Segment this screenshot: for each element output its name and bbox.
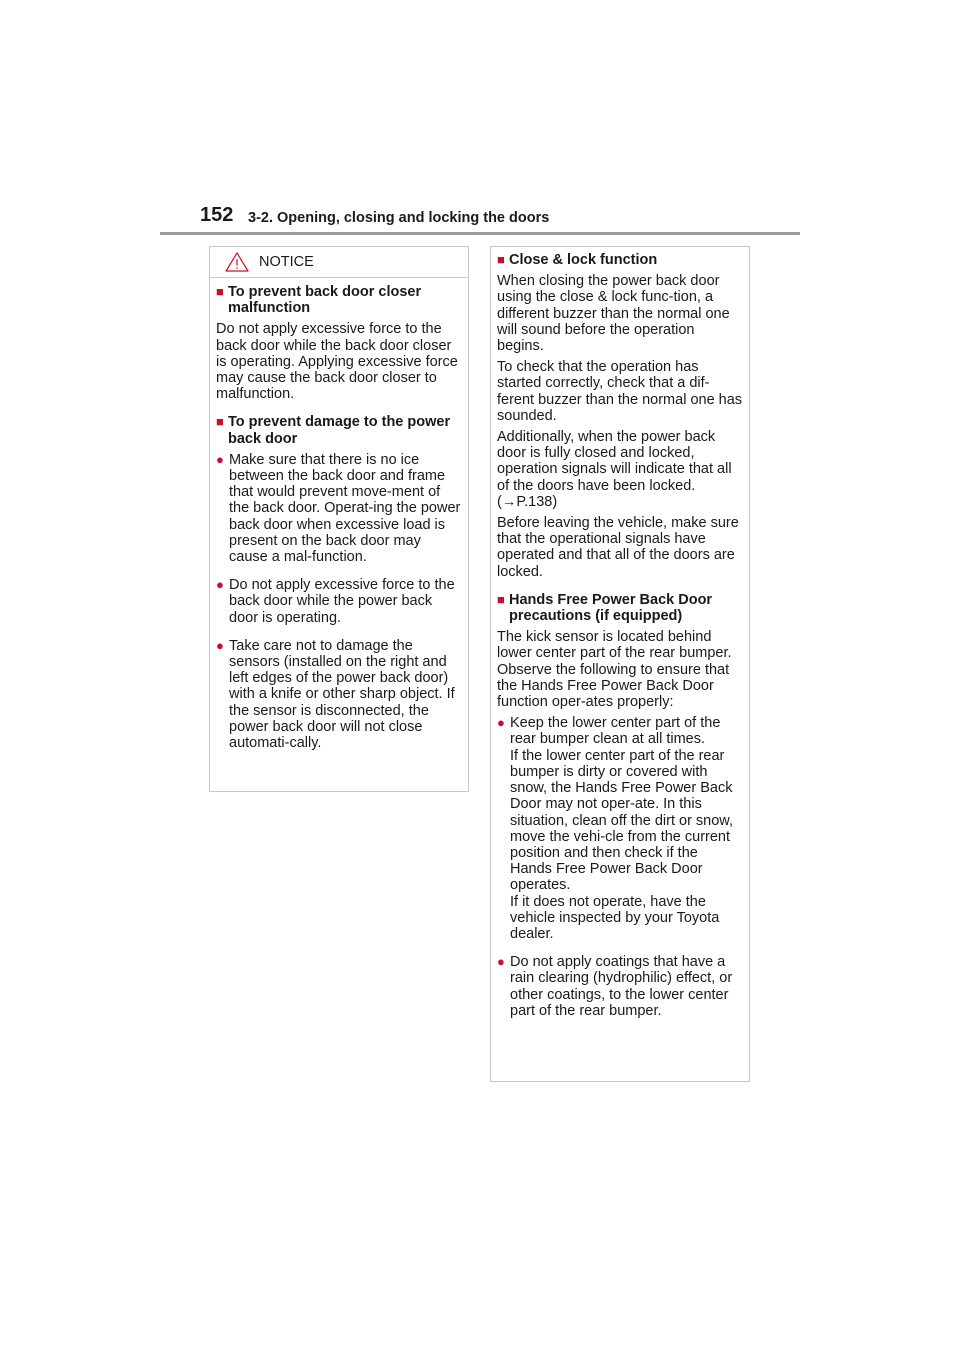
square-marker-icon: ■ bbox=[216, 284, 224, 299]
bullet-item: ● Do not apply excessive force to the ba… bbox=[216, 577, 455, 626]
notice-box: NOTICE ■ To prevent back door closer mal… bbox=[209, 246, 469, 792]
info-paragraph: To check that the operation has started … bbox=[497, 359, 743, 424]
bullet-icon: ● bbox=[216, 451, 224, 467]
notice-label: NOTICE bbox=[259, 254, 314, 270]
bullet-item: ● Keep the lower center part of the rear… bbox=[497, 715, 734, 942]
notice-heading-closer: ■ To prevent back door closer malfunctio… bbox=[216, 284, 422, 317]
page-number: 152 bbox=[200, 204, 234, 226]
header-rule bbox=[160, 232, 800, 235]
info-paragraph: Before leaving the vehicle, make sure th… bbox=[497, 515, 739, 580]
page-header: 152 3-2. Opening, closing and locking th… bbox=[200, 202, 800, 234]
info-paragraph: Additionally, when the power back door i… bbox=[497, 429, 732, 510]
bullet-item: ● Make sure that there is no ice between… bbox=[216, 451, 461, 566]
info-heading-hands-free: ■ Hands Free Power Back Door precautions… bbox=[497, 591, 713, 625]
square-marker-icon: ■ bbox=[497, 591, 505, 607]
info-box: ■ Close & lock function When closing the… bbox=[490, 246, 750, 1082]
square-marker-icon: ■ bbox=[497, 252, 505, 267]
info-paragraph: When closing the power back door using t… bbox=[497, 273, 730, 355]
notice-heading-damage: ■ To prevent damage to the power back do… bbox=[216, 414, 451, 447]
info-heading-close-lock: ■ Close & lock function bbox=[497, 252, 658, 268]
notice-paragraph: Do not apply excessive force to the back… bbox=[216, 321, 458, 403]
square-marker-icon: ■ bbox=[216, 414, 224, 430]
bullet-item: ● Take care not to damage the sensors (i… bbox=[216, 637, 455, 752]
page-reference-link[interactable]: (→P.138) bbox=[497, 493, 558, 510]
info-content: ■ Close & lock function When closing the… bbox=[491, 247, 749, 1019]
bullet-icon: ● bbox=[216, 577, 224, 593]
notice-header: NOTICE bbox=[210, 247, 468, 278]
notice-content: ■ To prevent back door closer malfunctio… bbox=[210, 278, 468, 751]
info-paragraph: The kick sensor is located behind lower … bbox=[497, 629, 732, 711]
bullet-item: ● Do not apply coatings that have a rain… bbox=[497, 954, 733, 1019]
section-title: 3-2. Opening, closing and locking the do… bbox=[248, 210, 550, 226]
bullet-icon: ● bbox=[216, 637, 224, 653]
bullet-icon: ● bbox=[497, 954, 505, 970]
bullet-icon: ● bbox=[497, 715, 505, 731]
warning-triangle-icon bbox=[225, 252, 249, 272]
